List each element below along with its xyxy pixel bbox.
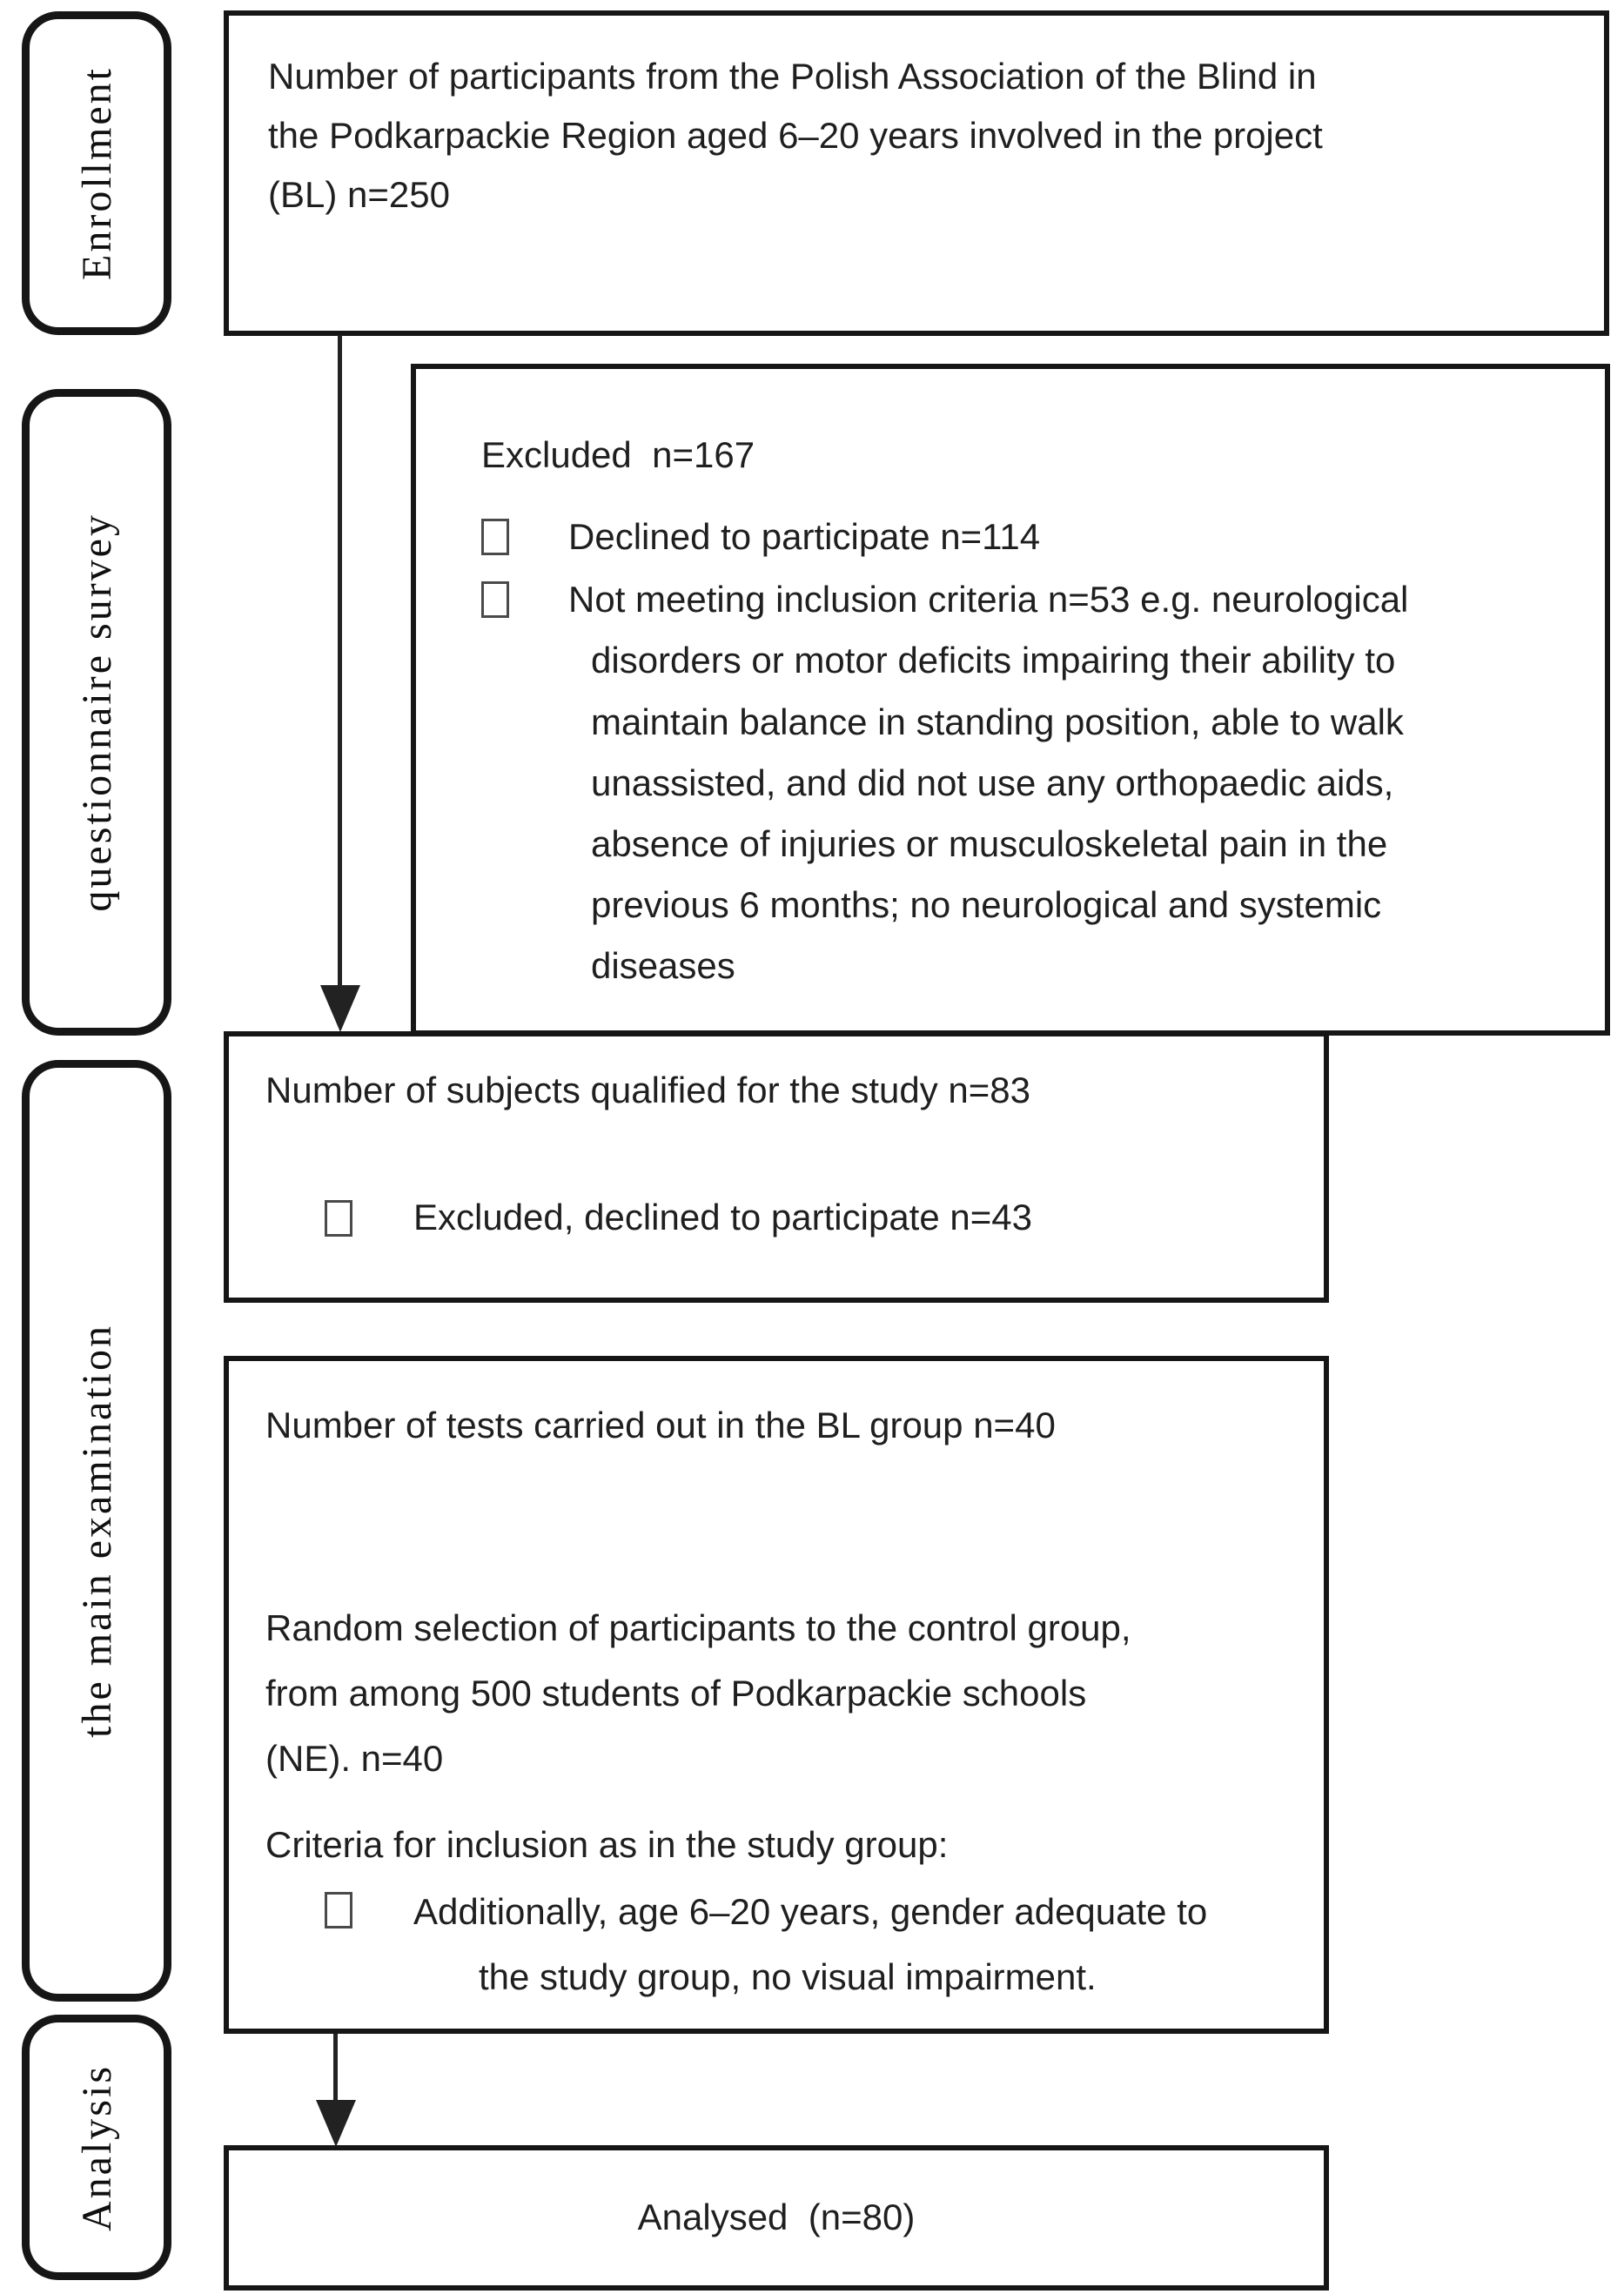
arrow-enrolled-to-qualified-head <box>320 985 360 1032</box>
list-item-text: Not meeting inclusion criteria n=53 e.g.… <box>568 579 1409 986</box>
box-enrolled-participants: Number of participants from the Polish A… <box>224 10 1609 336</box>
criteria-line: Criteria for inclusion as in the study g… <box>265 1824 949 1866</box>
box-text-line: (NE). n=40 <box>265 1737 444 1779</box>
stage-questionnaire-survey: questionnaire survey <box>22 389 171 1036</box>
box-analysed: Analysed (n=80) <box>224 2145 1329 2291</box>
box-text-line: Number of participants from the Polish A… <box>268 56 1317 97</box>
stage-enrollment: Enrollment <box>22 11 171 335</box>
tests-carried-out-line: Number of tests carried out in the BL gr… <box>265 1405 1056 1445</box>
arrow-mainexam-to-analysed-stem <box>333 2034 338 2108</box>
square-bullet-icon <box>325 1200 352 1238</box>
excluded-title: Excluded n=167 <box>481 434 755 475</box>
list-item-text: Excluded, declined to participate n=43 <box>413 1197 1032 1238</box>
square-bullet-icon <box>481 581 509 619</box>
stage-enrollment-label: Enrollment <box>73 66 120 280</box>
list-item: Additionally, age 6–20 years, gender ade… <box>265 1880 1298 2010</box>
stage-questionnaire-survey-label: questionnaire survey <box>73 513 120 912</box>
box-text-line: Random selection of participants to the … <box>265 1607 1131 1649</box>
qualified-title: Number of subjects qualified for the stu… <box>265 1070 1031 1110</box>
square-bullet-icon <box>481 519 509 556</box>
box-qualified-subjects: Number of subjects qualified for the stu… <box>224 1031 1329 1303</box>
box-text-line: Additionally, age 6–20 years, gender ade… <box>413 1891 1208 1933</box>
box-text-line: the Podkarpackie Region aged 6–20 years … <box>268 115 1323 157</box>
arrow-mainexam-to-analysed-head <box>316 2100 356 2147</box>
list-item: Declined to participate n=114 <box>481 506 1579 567</box>
box-text-line: from among 500 students of Podkarpackie … <box>265 1672 1087 1714</box>
arrow-enrolled-to-qualified-stem <box>338 335 342 989</box>
random-selection-paragraph: Random selection of participants to the … <box>265 1596 1298 1791</box>
list-item-text: Declined to participate n=114 <box>568 516 1041 558</box>
box-text-line: the study group, no visual impairment. <box>479 1956 1097 1998</box>
list-item: Not meeting inclusion criteria n=53 e.g.… <box>481 569 1579 996</box>
list-item: Excluded, declined to participate n=43 <box>265 1188 1298 1247</box>
box-main-examination: Number of tests carried out in the BL gr… <box>224 1356 1329 2034</box>
box-text-line: (BL) n=250 <box>268 174 450 216</box>
list-item-text: Additionally, age 6–20 years, gender ade… <box>413 1880 1207 2010</box>
analysed-text: Analysed (n=80) <box>637 2197 916 2238</box>
stage-main-examination: the main examination <box>22 1060 171 2002</box>
box-excluded: Excluded n=167 Declined to participate n… <box>411 364 1610 1036</box>
stage-analysis: Analysis <box>22 2015 171 2280</box>
stage-analysis-label: Analysis <box>73 2063 120 2231</box>
square-bullet-icon <box>325 1892 352 1929</box>
stage-main-examination-label: the main examination <box>73 1324 120 1738</box>
